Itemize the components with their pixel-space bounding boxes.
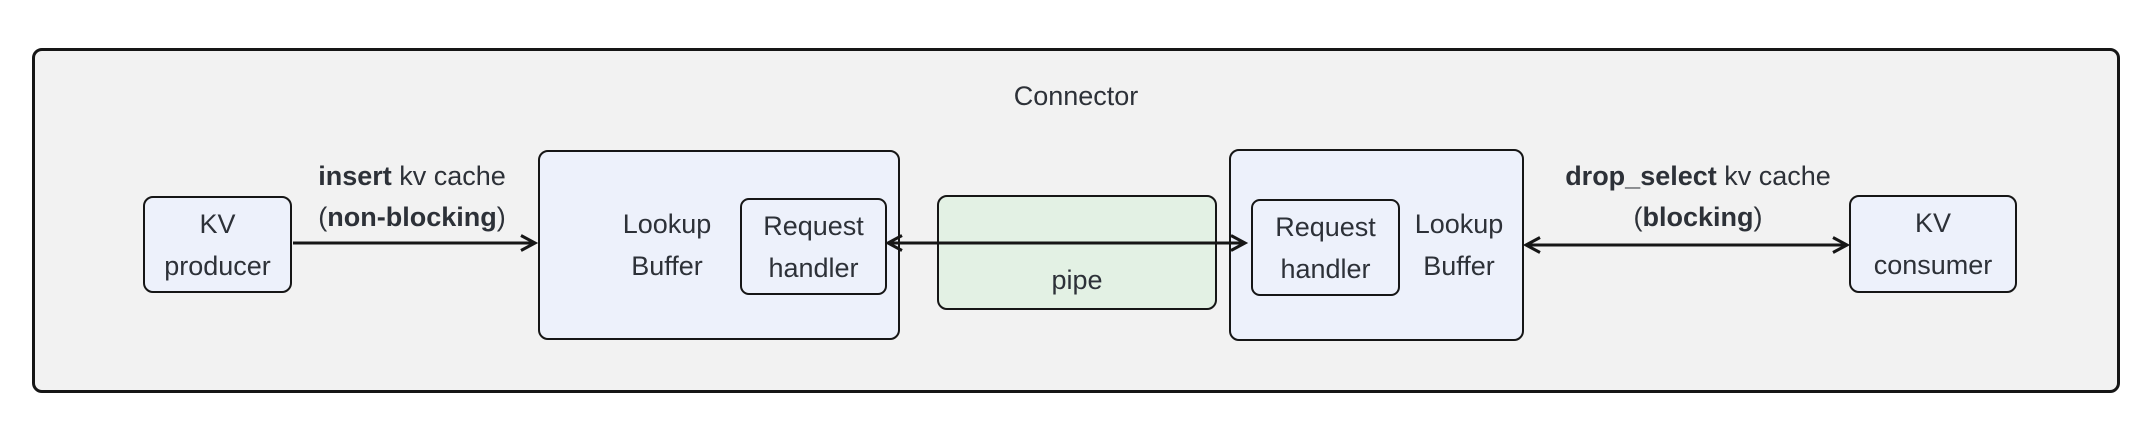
- edge-label-insert-rest: kv cache: [391, 161, 506, 191]
- lookup-buffer-right-label-line2: Buffer: [1423, 251, 1495, 281]
- edge-label-drop-select-line1: drop_select kv cache: [1565, 156, 1831, 197]
- edge-label-insert-paren-open: (: [318, 202, 328, 232]
- lookup-buffer-right-label-line1: Lookup: [1414, 209, 1504, 239]
- lookup-buffer-right-label: Lookup Buffer: [1415, 203, 1504, 287]
- request-handler-right-label-line1: Request: [1275, 211, 1376, 242]
- node-kv-producer: KV producer: [143, 196, 292, 293]
- pipe-label: pipe: [1051, 265, 1103, 295]
- lookup-buffer-left-label-line2: Buffer: [631, 251, 703, 281]
- node-pipe: pipe: [937, 195, 1217, 310]
- edge-label-drop-select-bold: drop_select: [1565, 161, 1717, 191]
- edge-label-drop-select: drop_select kv cache (blocking): [1565, 156, 1831, 238]
- edge-label-drop-select-bold2: blocking: [1642, 202, 1754, 232]
- kv-producer-label-line1: KV: [199, 208, 236, 239]
- edge-label-drop-select-paren-close: ): [1753, 202, 1763, 232]
- lookup-buffer-left-label-line1: Lookup: [622, 209, 712, 239]
- edge-label-insert-bold2: non-blocking: [327, 202, 497, 232]
- node-request-handler-left: Request handler: [740, 198, 887, 295]
- lookup-buffer-left-label: Lookup Buffer: [623, 203, 712, 287]
- edge-label-drop-select-paren-open: (: [1633, 202, 1643, 232]
- edge-label-insert-paren-close: ): [496, 202, 506, 232]
- request-handler-right-label-line2: handler: [1280, 253, 1371, 284]
- node-lookup-buffer-right: Request handler Lookup Buffer: [1229, 149, 1524, 341]
- edge-label-drop-select-line2: (blocking): [1565, 197, 1831, 238]
- edge-label-insert-bold: insert: [318, 161, 392, 191]
- connector-title: Connector: [1013, 81, 1139, 111]
- edge-label-insert: insert kv cache (non-blocking): [318, 156, 506, 238]
- edge-label-insert-line2: (non-blocking): [318, 197, 506, 238]
- node-request-handler-right: Request handler: [1251, 199, 1400, 296]
- kv-producer-label-line2: producer: [164, 250, 271, 281]
- request-handler-left-label-line2: handler: [768, 252, 859, 283]
- kv-consumer-label-line2: consumer: [1873, 250, 1993, 280]
- node-kv-consumer: KV consumer: [1849, 195, 2017, 293]
- edge-label-drop-select-rest: kv cache: [1716, 161, 1831, 191]
- edge-label-insert-line1: insert kv cache: [318, 156, 506, 197]
- node-lookup-buffer-left: Lookup Buffer Request handler: [538, 150, 900, 340]
- kv-consumer-label-line1: KV: [1914, 208, 1952, 238]
- request-handler-left-label-line1: Request: [763, 210, 864, 241]
